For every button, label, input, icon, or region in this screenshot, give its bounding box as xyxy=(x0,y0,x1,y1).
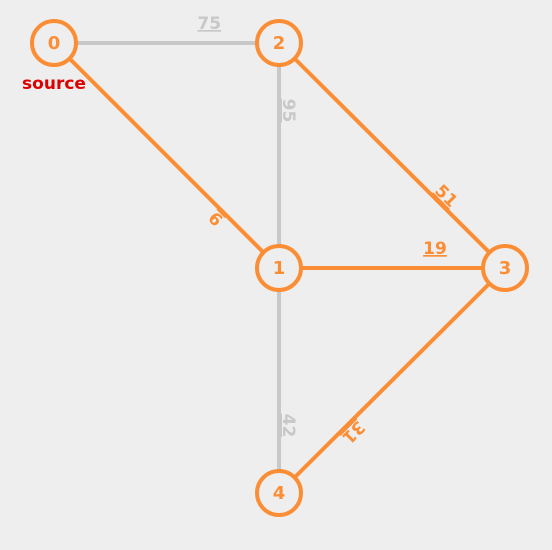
edge-1-4: 42 xyxy=(277,266,298,495)
edge-weight-group: 75 xyxy=(197,14,221,34)
edge-0-2: 75 xyxy=(52,14,281,45)
edge-line xyxy=(277,41,507,270)
edge-weight: 31 xyxy=(338,416,369,447)
node-label: 1 xyxy=(273,258,286,279)
node-circle[interactable] xyxy=(30,19,78,67)
edge-weight-group: 9 xyxy=(205,207,228,230)
nodes-layer: 0 1 2 3 4 xyxy=(30,19,529,517)
edge-weight: 9 xyxy=(205,207,228,230)
node-label: 0 xyxy=(48,33,61,54)
edge-weight-group: 42 xyxy=(278,414,298,438)
edge-weight-group: 51 xyxy=(430,181,461,212)
edge-weight: 51 xyxy=(430,181,461,212)
edge-line xyxy=(52,41,281,270)
node-circle[interactable] xyxy=(255,244,303,292)
node-4[interactable]: 4 xyxy=(255,469,303,517)
edge-weight-group: 31 xyxy=(338,416,369,447)
edge-line xyxy=(277,266,507,495)
node-circle[interactable] xyxy=(255,19,303,67)
node-label: 4 xyxy=(273,483,286,504)
node-label: 2 xyxy=(273,33,286,54)
node-1[interactable]: 1 xyxy=(255,244,303,292)
node-3[interactable]: 3 xyxy=(481,244,529,292)
edge-0-1: 9 xyxy=(52,41,281,270)
node-label: 3 xyxy=(499,258,512,279)
edge-1-3: 19 xyxy=(277,239,507,270)
edge-2-3: 51 xyxy=(277,41,507,270)
edge-weight-group: 19 xyxy=(423,239,447,259)
edge-4-3: 31 xyxy=(277,266,507,495)
edge-weight-group: 95 xyxy=(278,99,298,123)
node-2[interactable]: 2 xyxy=(255,19,303,67)
edge-weight: 75 xyxy=(197,14,221,34)
node-0[interactable]: 0 xyxy=(30,19,78,67)
node-circle[interactable] xyxy=(255,469,303,517)
edge-weight: 19 xyxy=(423,239,447,259)
source-label: source xyxy=(22,74,86,94)
edge-weight: 95 xyxy=(278,99,298,123)
edge-weight: 42 xyxy=(278,414,298,438)
node-circle[interactable] xyxy=(481,244,529,292)
edge-2-1: 95 xyxy=(277,41,298,270)
